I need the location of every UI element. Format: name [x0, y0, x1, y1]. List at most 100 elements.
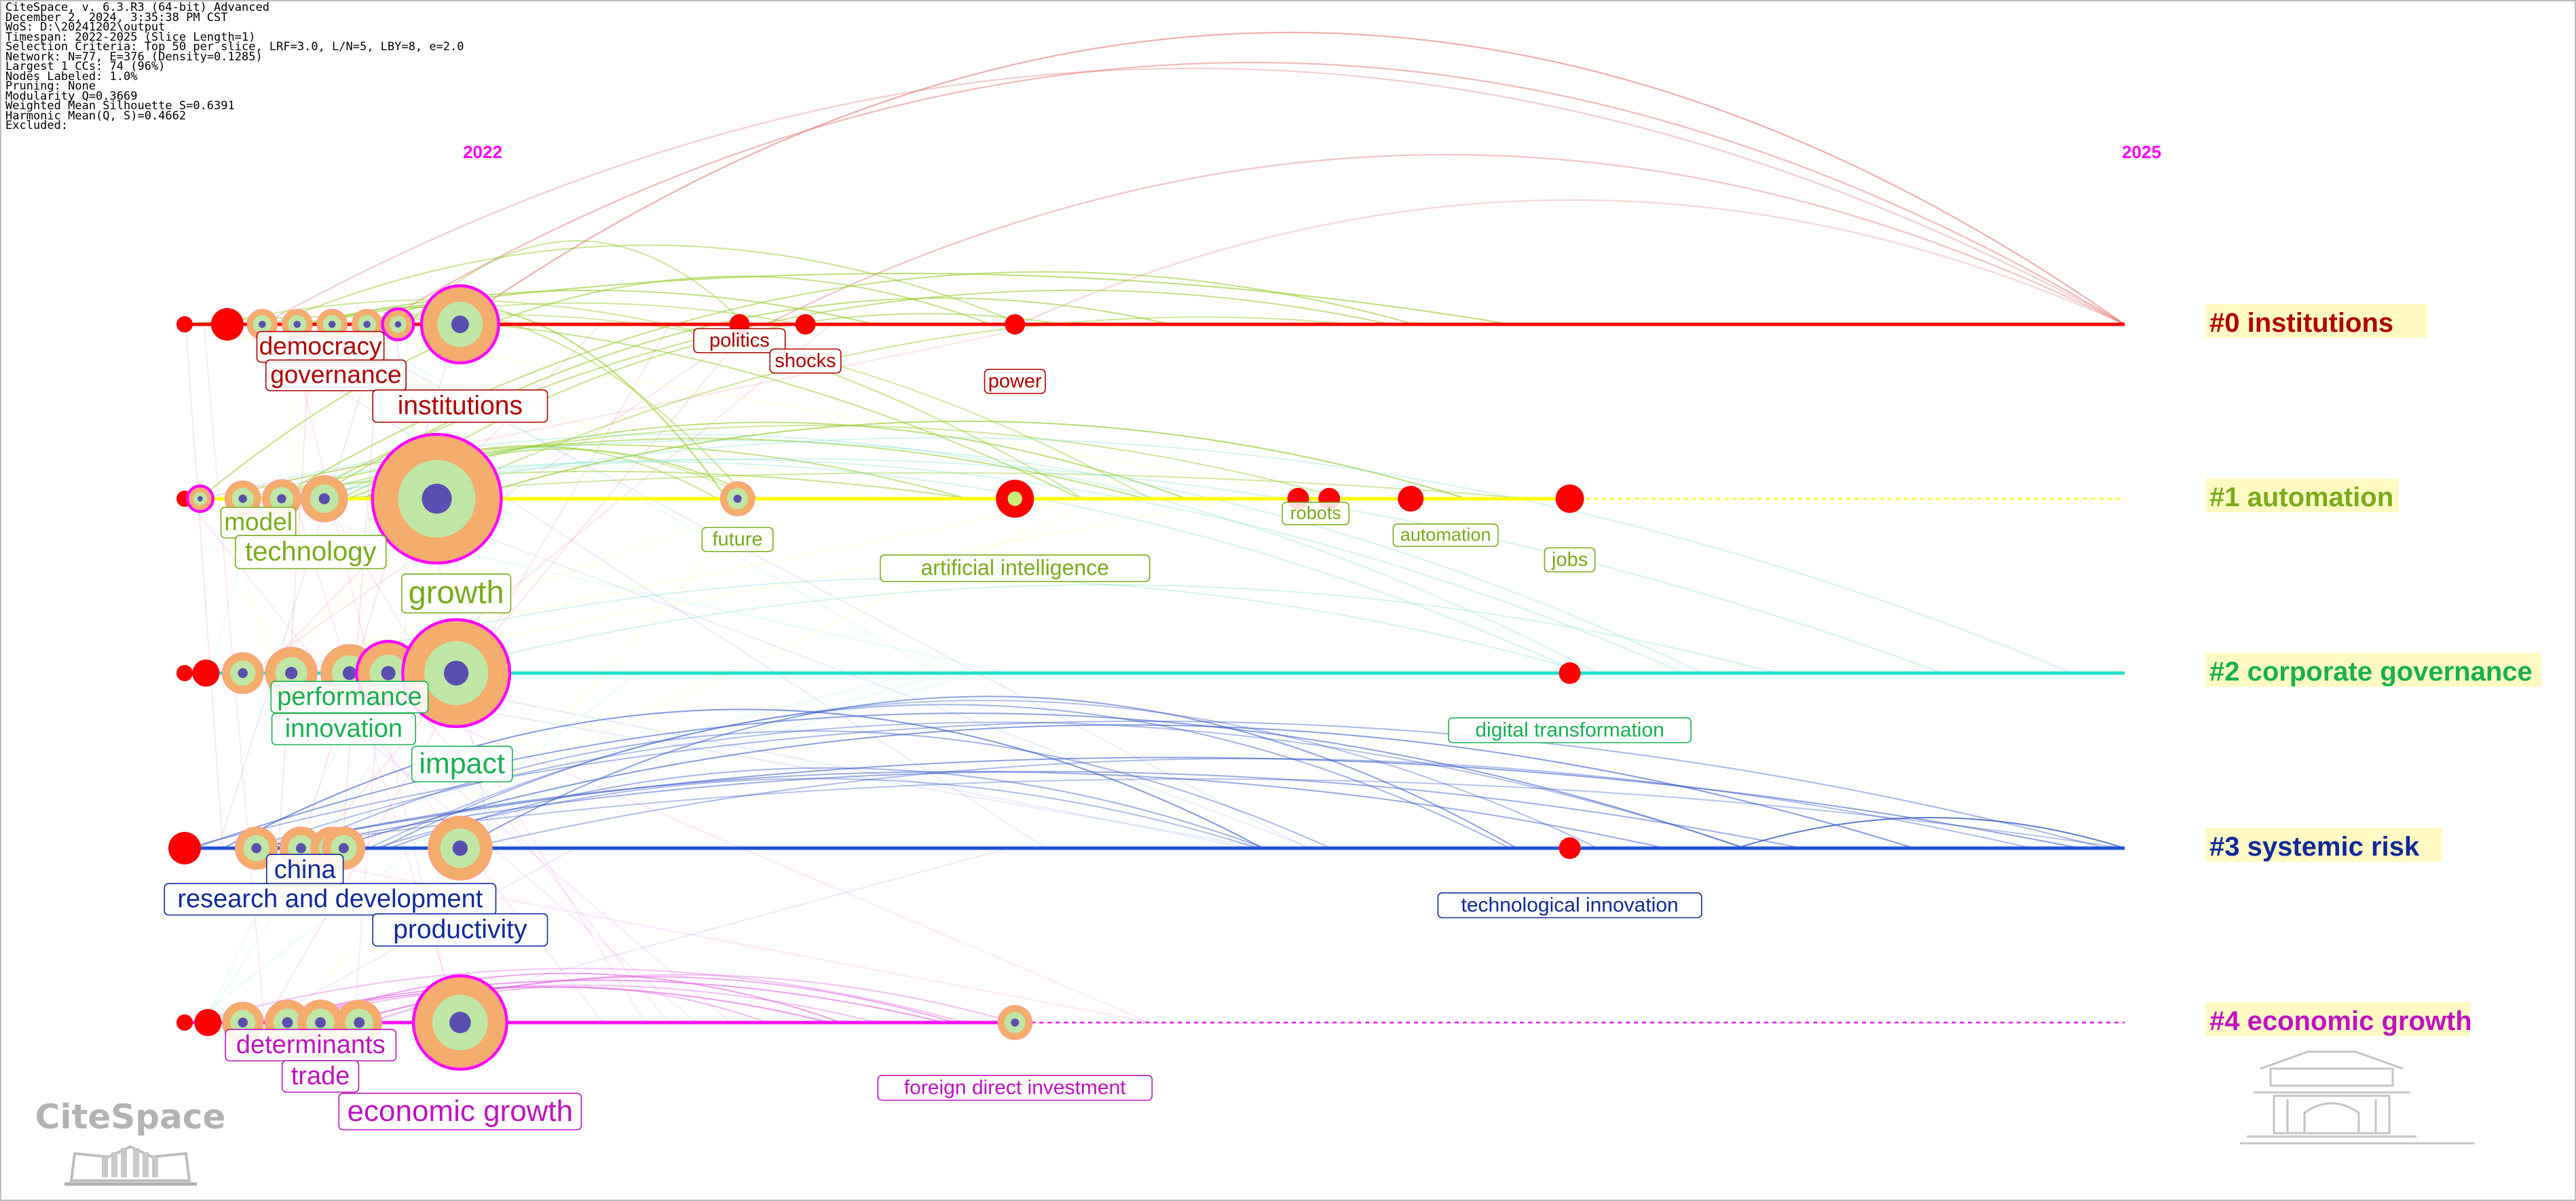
burst-node	[176, 316, 193, 332]
node-label: research and development	[164, 883, 497, 916]
node-label: shocks	[769, 348, 842, 374]
citation-arc	[331, 724, 1914, 849]
node-label: technology	[234, 535, 387, 569]
node-label-box	[1437, 892, 1702, 919]
node-core	[733, 495, 742, 503]
citation-arc	[407, 240, 747, 325]
citation-arc	[193, 968, 966, 1023]
node-core	[318, 493, 330, 505]
network-summary-line: Weighted Mean Silhouette S=0.6391	[5, 99, 235, 113]
node-label-box	[984, 368, 1046, 394]
node-label-box	[372, 389, 548, 423]
citation-arc	[223, 708, 1263, 849]
node-core	[315, 1017, 326, 1028]
citation-arc	[464, 420, 1468, 499]
node-label-box	[693, 328, 786, 354]
node-core	[452, 840, 468, 856]
node-core	[277, 494, 286, 503]
cluster-label-highlight	[2205, 828, 2442, 862]
node-label-box	[769, 348, 842, 374]
network-summary-line: Excluded:	[5, 119, 69, 132]
burst-node	[1398, 486, 1424, 512]
node-label-text: technology	[245, 537, 376, 567]
citation-arc	[293, 972, 842, 1023]
node-core	[293, 320, 301, 328]
node-core	[394, 321, 402, 328]
node-label-box	[1282, 501, 1350, 526]
node-label: institutions	[372, 389, 548, 423]
node-label-box	[1392, 523, 1499, 548]
node-label-text: foreign direct investment	[904, 1077, 1126, 1099]
node-core	[1011, 1018, 1020, 1027]
node-core	[285, 666, 298, 680]
node-label-text: performance	[277, 683, 422, 711]
node-label-box	[1448, 717, 1692, 744]
node-label: technological innovation	[1437, 892, 1702, 919]
node-label-text: impact	[419, 747, 505, 780]
background-link	[278, 498, 779, 674]
node-label-box	[1544, 547, 1596, 573]
citation-arc	[284, 771, 1802, 849]
burst-node	[1558, 837, 1581, 859]
background-link	[238, 847, 1152, 1023]
node-label: governance	[265, 359, 407, 392]
node-core	[338, 843, 349, 854]
node-label: democracy	[256, 330, 385, 363]
citation-arc	[214, 299, 1084, 499]
burst-node	[176, 665, 193, 681]
node-label-text: artificial intelligence	[920, 555, 1108, 579]
node-label-text: technological innovation	[1461, 894, 1678, 917]
node-label: power	[984, 368, 1046, 394]
citation-arc	[220, 444, 967, 499]
citespace-logo-text: CiteSpace	[35, 1097, 226, 1137]
citation-arc	[1018, 199, 2125, 326]
background-link	[220, 498, 1085, 674]
citation-arc	[254, 757, 2080, 849]
citation-arc	[306, 289, 875, 325]
node-label-text: shocks	[774, 350, 836, 372]
node-label-text: robots	[1290, 503, 1341, 523]
building-watermark-icon	[2240, 1050, 2474, 1145]
background-link	[286, 498, 762, 1023]
node-label-box	[164, 883, 497, 916]
node-label-text: determinants	[236, 1031, 386, 1059]
node-label-box	[701, 527, 774, 552]
node-label-text: politics	[709, 330, 770, 351]
node-label-box	[338, 1092, 582, 1130]
node-label: artificial intelligence	[880, 554, 1151, 582]
node-label: politics	[693, 328, 786, 354]
background-link	[185, 324, 224, 849]
citation-arc	[466, 757, 2032, 849]
citation-arc	[389, 767, 1265, 849]
node-label: digital transformation	[1448, 717, 1692, 744]
node-core	[328, 320, 336, 328]
node-label-text: future	[712, 529, 762, 550]
burst-node	[1555, 484, 1584, 513]
citation-arc	[460, 695, 1517, 849]
citation-arc	[455, 31, 2125, 325]
node-core	[449, 1012, 471, 1033]
node-label-text: power	[988, 370, 1042, 392]
background-link	[278, 324, 312, 849]
burst-node	[210, 308, 244, 341]
node-label-text: economic growth	[348, 1094, 574, 1128]
citation-arc	[766, 153, 2125, 325]
node-core	[296, 843, 306, 854]
node-core	[451, 316, 469, 333]
node-label-text: automation	[1400, 525, 1491, 545]
node-label: performance	[270, 681, 429, 714]
citation-arc	[369, 437, 2073, 674]
cluster-label-1: #1 automation	[2209, 482, 2393, 512]
node-label: innovation	[271, 712, 416, 746]
background-link	[238, 672, 916, 849]
network-summary-line: Largest 1 CCs: 74 (96%)	[5, 60, 166, 73]
background-link	[217, 324, 384, 849]
node-label-box	[880, 554, 1151, 582]
node-label-text: democracy	[259, 332, 382, 360]
node-label: economic growth	[338, 1092, 582, 1130]
node-label-text: innovation	[285, 714, 403, 743]
citation-arc	[270, 778, 2124, 849]
background-link	[367, 672, 1250, 849]
